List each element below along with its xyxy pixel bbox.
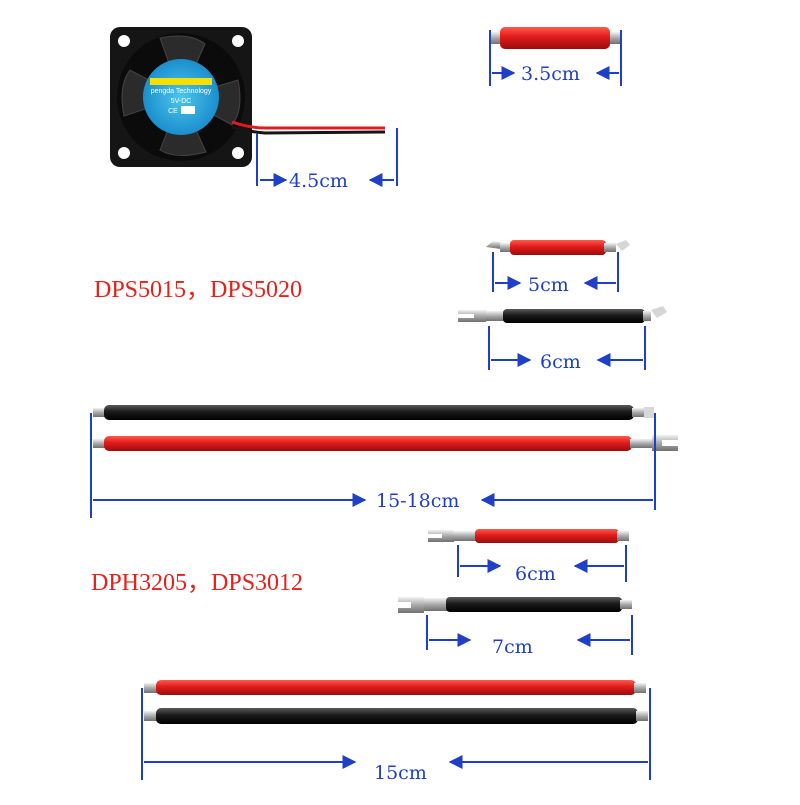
dph32-black-length-label: 7cm bbox=[492, 636, 533, 658]
dph32-long-cable-pair bbox=[141, 680, 651, 780]
dph32-long-pair-length-label: 15cm bbox=[374, 762, 427, 784]
cooling-fan: pengda Technology 5V-DC CE bbox=[110, 27, 398, 187]
dph32-red-cable bbox=[428, 529, 629, 582]
fan-wire-length-label: 4.5cm bbox=[289, 170, 348, 192]
fan-brand-label: pengda Technology bbox=[151, 88, 212, 95]
model-heading-dps50: DPS5015，DPS5020 bbox=[94, 277, 303, 303]
dph32-red-length-label: 6cm bbox=[515, 563, 556, 585]
dps50-long-cable-pair bbox=[90, 405, 678, 518]
model-heading-dph32: DPH3205，DPS3012 bbox=[91, 570, 304, 596]
short-red-length-label: 3.5cm bbox=[521, 63, 580, 85]
dph32-black-cable bbox=[398, 597, 633, 655]
dps50-black-cable bbox=[458, 306, 667, 370]
fan-voltage-label: 5V-DC bbox=[171, 98, 192, 105]
dps50-red-length-label: 5cm bbox=[528, 274, 569, 296]
dps50-black-length-label: 6cm bbox=[540, 351, 581, 373]
dps50-long-pair-length-label: 15-18cm bbox=[376, 490, 460, 512]
dps50-red-cable bbox=[486, 240, 630, 292]
fan-marks-label: CE bbox=[168, 108, 178, 115]
short-red-jumper bbox=[489, 27, 622, 86]
